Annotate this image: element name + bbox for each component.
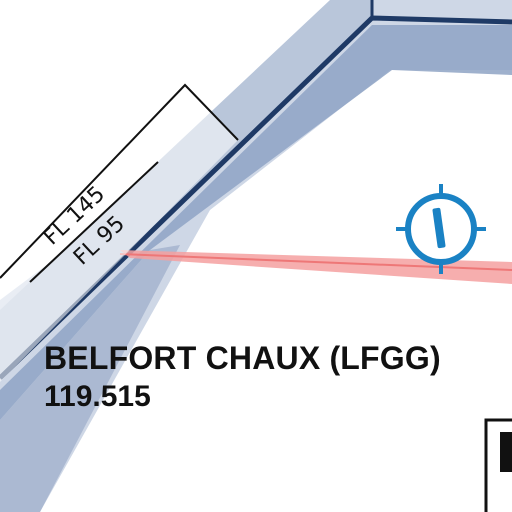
airspace-boundary-band-lower [0, 245, 180, 512]
aerodrome-name: BELFORT CHAUX (LFGG) [44, 340, 441, 376]
vor-dme-icon[interactable] [396, 184, 486, 274]
map-feature-outline [484, 418, 512, 512]
route-centerline [119, 253, 512, 271]
aerodrome-frequency: 119.515 [44, 380, 151, 413]
airspace-box-border [370, 0, 512, 24]
airspace-boundary-band [0, 25, 512, 420]
